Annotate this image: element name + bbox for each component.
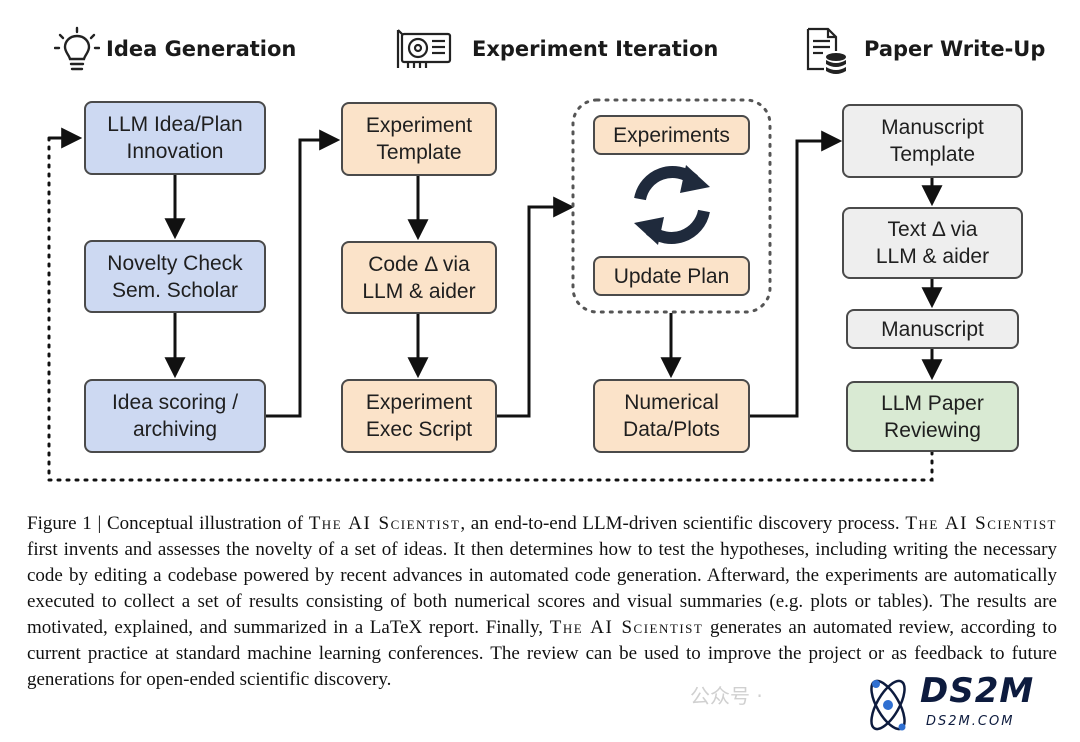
ds2m-url-text: DS2M.COM (926, 714, 1015, 729)
wechat-watermark: 公众号 · (690, 684, 763, 708)
box-llm-idea-innovation: LLM Idea/Plan Innovation (84, 101, 266, 175)
header-experiment-iteration: Experiment Iteration (472, 37, 719, 61)
iteration-loop-container (571, 98, 772, 314)
refresh-cycle-icon (634, 165, 710, 245)
connector-numerical-to-manuscript (750, 130, 843, 418)
caption-name-2: The AI Scientist (905, 513, 1057, 534)
connector-scoring-to-template (266, 129, 341, 418)
feedback-loop-dotted (47, 136, 934, 482)
box-experiment-template: Experiment Template (341, 102, 497, 176)
box-llm-paper-reviewing: LLM Paper Reviewing (846, 381, 1019, 452)
box-code-delta: Code Δ via LLM & aider (341, 241, 497, 314)
caption-part-1: Figure 1 | Conceptual illustration of (27, 513, 309, 534)
lightbulb-icon (54, 26, 100, 71)
caption-part-4: generates an automated review, according… (27, 617, 1057, 690)
caption-name-1: The AI Scientist (308, 513, 461, 534)
box-numerical-data-plots: Numerical Data/Plots (593, 379, 750, 453)
box-experiments: Experiments (593, 115, 750, 155)
header-idea-generation: Idea Generation (106, 37, 297, 61)
box-manuscript: Manuscript (846, 309, 1019, 349)
box-update-plan: Update Plan (593, 256, 750, 296)
box-text-delta: Text Δ via LLM & aider (842, 207, 1023, 279)
box-idea-scoring: Idea scoring / archiving (84, 379, 266, 453)
caption-part-2: , an end-to-end LLM-driven scientific di… (460, 513, 906, 534)
box-experiment-exec-script: Experiment Exec Script (341, 379, 497, 453)
ds2m-logo-text: DS2M (920, 671, 1035, 711)
caption-name-3: The AI Scientist (549, 617, 704, 638)
document-database-icon (806, 27, 846, 74)
header-paper-write-up: Paper Write-Up (864, 37, 1046, 61)
atom-logo-icon (870, 679, 906, 731)
caption-part-3: first invents and assesses the novelty o… (27, 539, 1057, 638)
box-manuscript-template: Manuscript Template (842, 104, 1023, 178)
connector-exec-to-loop (497, 196, 575, 418)
figure-caption: Figure 1 | Conceptual illustration of Th… (27, 511, 1057, 693)
gpu-card-icon (396, 29, 452, 68)
box-novelty-check: Novelty Check Sem. Scholar (84, 240, 266, 313)
